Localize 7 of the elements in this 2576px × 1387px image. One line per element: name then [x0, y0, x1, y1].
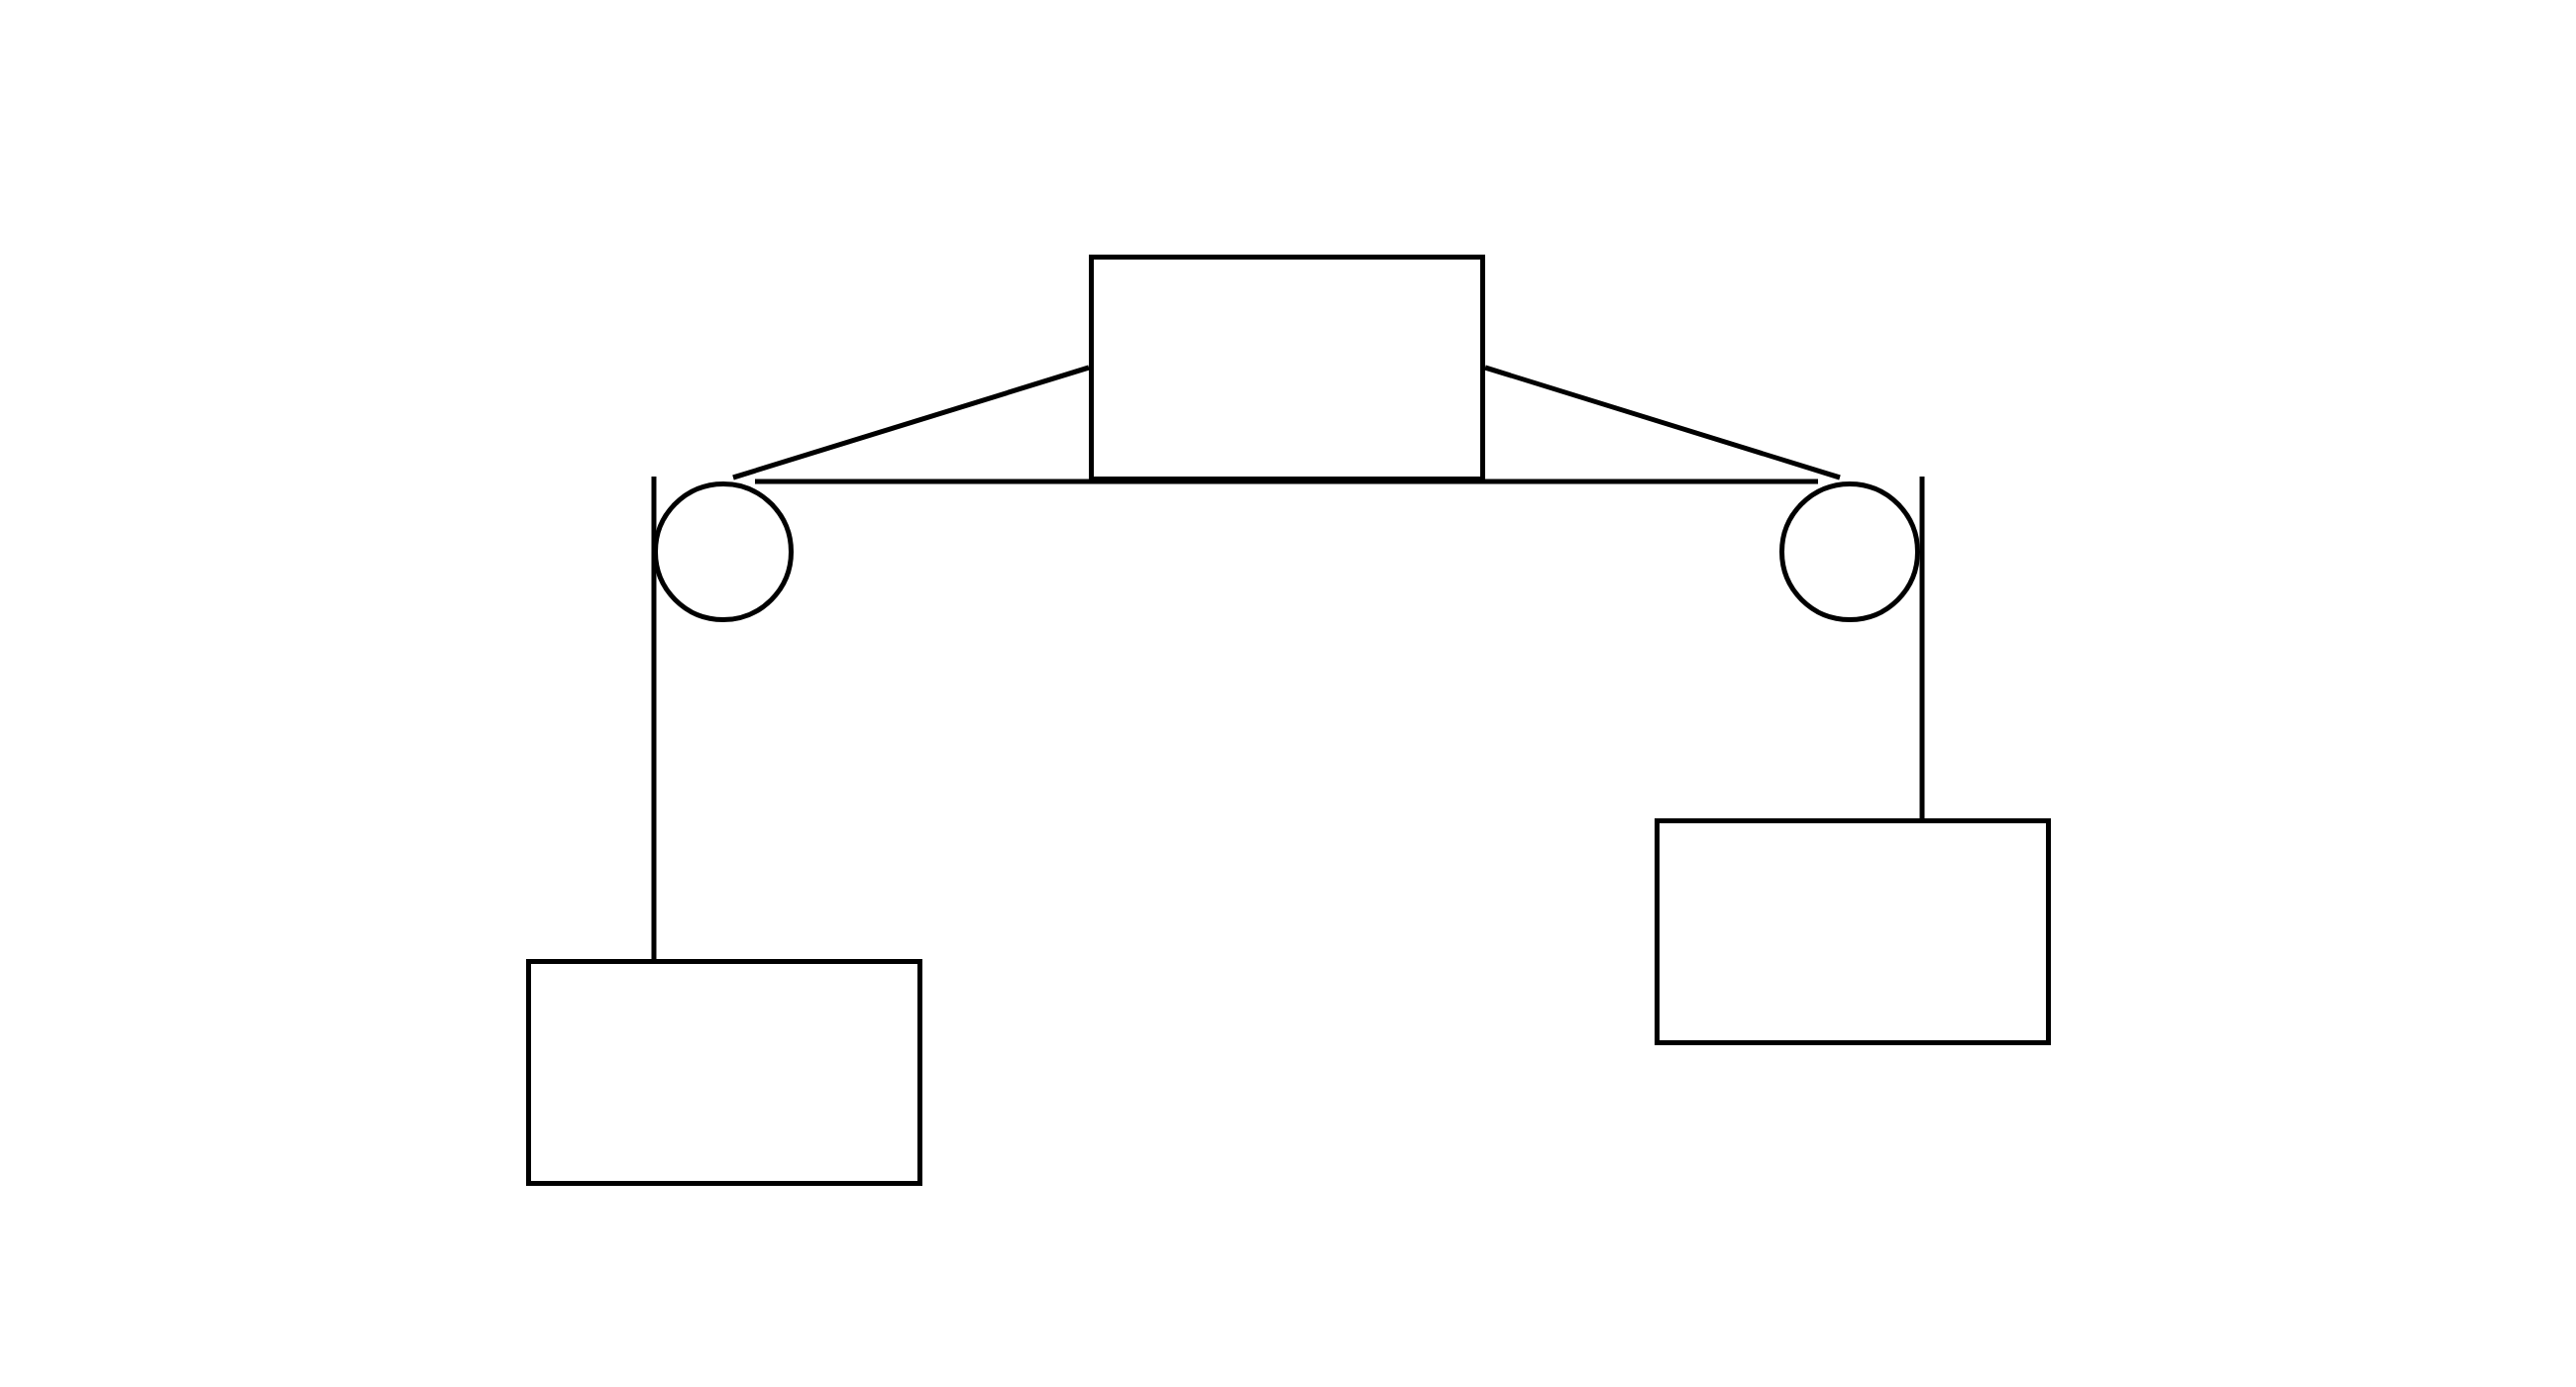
hanging-mass: [1655, 818, 2051, 1045]
string: [1484, 365, 1841, 480]
string: [1919, 552, 1925, 818]
string: [732, 365, 1090, 480]
block: [1089, 255, 1485, 481]
string: [651, 552, 657, 959]
hanging-mass: [526, 959, 922, 1186]
